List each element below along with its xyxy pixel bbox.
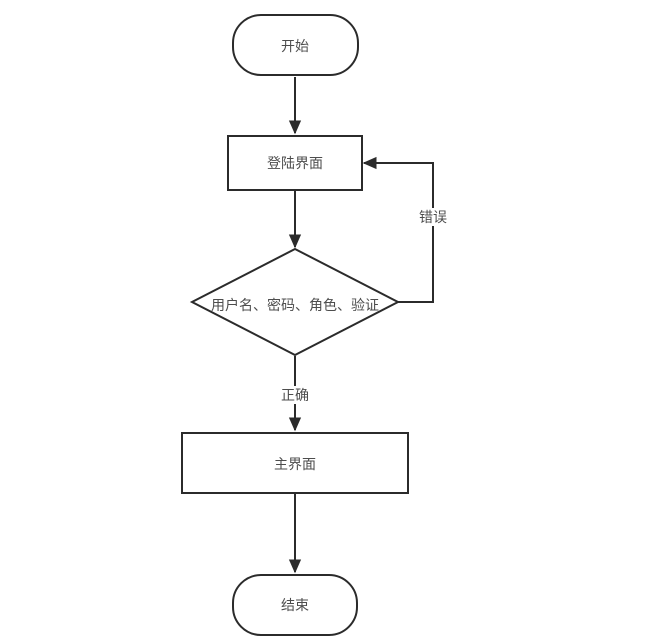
edge-label-error: 错误 — [417, 208, 449, 226]
main-node — [181, 432, 409, 494]
login-node-label: 登陆界面 — [267, 155, 323, 171]
end-node-label: 结束 — [281, 597, 309, 613]
main-node-label: 主界面 — [274, 456, 316, 472]
end-node — [232, 574, 358, 636]
start-node-label: 开始 — [281, 38, 309, 54]
decision-node — [189, 247, 401, 357]
edge-error-loop — [362, 156, 434, 303]
edge-label-correct: 正确 — [279, 386, 311, 404]
start-node — [232, 14, 359, 76]
decision-node-label: 用户名、密码、角色、验证 — [211, 297, 379, 313]
login-node — [227, 135, 363, 191]
